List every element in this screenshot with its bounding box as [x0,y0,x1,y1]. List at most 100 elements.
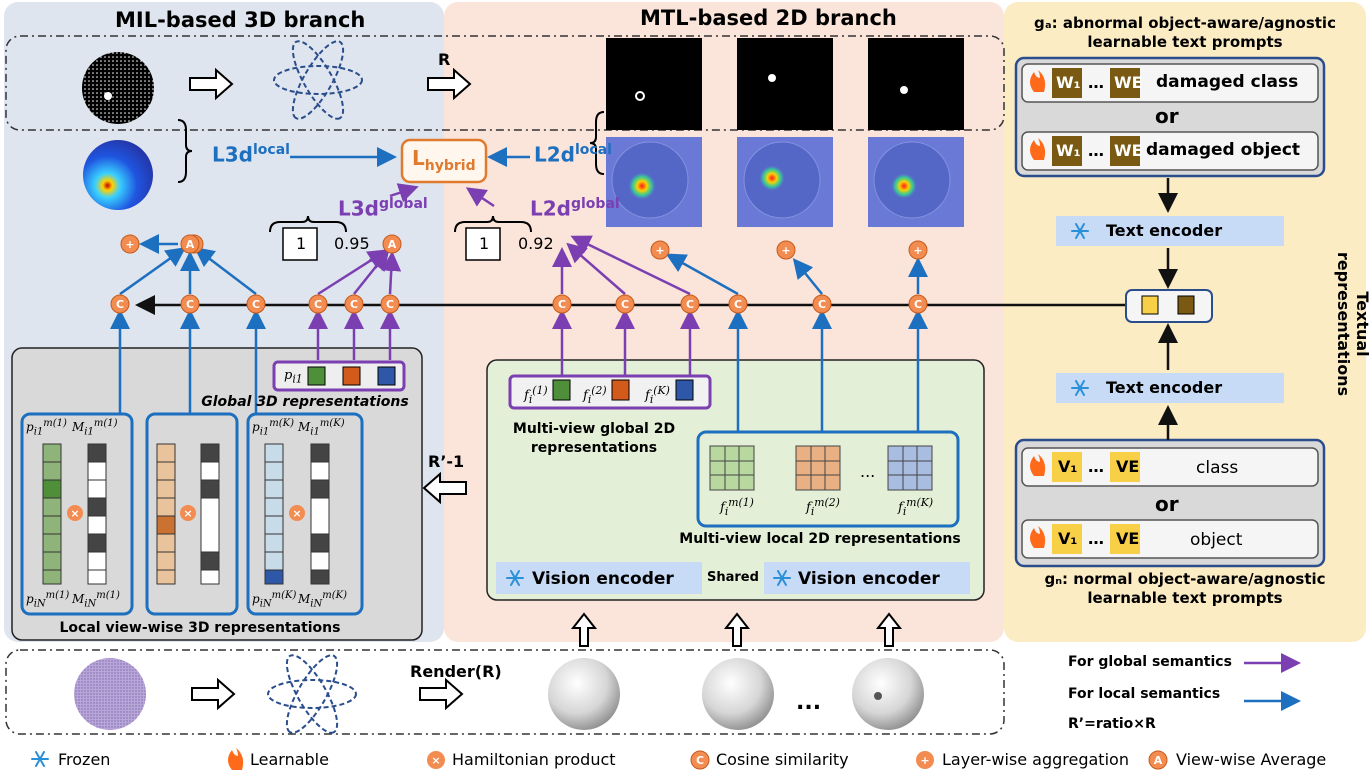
feature-column-blue [264,443,284,585]
svg-text:+: + [125,238,134,251]
svg-text:C: C [252,298,260,311]
shared-label: Shared [707,570,759,585]
text-encoder-bottom: Text encoder [1106,378,1223,397]
feature-column-orange [156,443,176,585]
local-2d-label: Multi-view local 2D representations [679,531,961,547]
loss-2d-local: L2dlocal [534,142,612,167]
or-bottom: or [1155,492,1179,516]
we-token-1: WE [1114,73,1143,92]
legend-cosine: Cosine similarity [716,750,849,769]
abnormal-object-prompt: damaged object [1146,140,1301,160]
mask-column-1 [87,443,107,585]
svg-text:C: C [621,298,629,311]
svg-text:+: + [920,754,929,767]
local-3d-label: Local view-wise 3D representations [59,620,341,636]
m-top-1: Mi1m(1) [72,418,118,438]
score-2d-value: 0.92 [518,234,554,253]
legend-learnable: Learnable [250,750,329,769]
rotation-label: R [438,50,451,69]
svg-text:+: + [913,244,922,257]
svg-text:C: C [350,298,358,311]
loss-3d-global: L3dglobal [338,196,428,221]
or-top: or [1155,104,1179,128]
svg-text:C: C [186,298,194,311]
abnormal-class-prompt: damaged class [1156,72,1299,92]
vision-encoder-2: Vision encoder [798,569,940,589]
we-token-2: WE [1114,141,1143,160]
normal-class-prompt: class [1196,458,1239,478]
svg-text:C: C [696,754,704,767]
svg-text:C: C [314,298,322,311]
text-encoder-top: Text encoder [1106,221,1223,240]
loss-2d-global: L2dglobal [530,196,620,221]
svg-text:×: × [431,754,440,767]
prompt-dots-1: … [1088,73,1104,92]
m-bot-1: MiNm(1) [72,590,120,610]
camera-orbit-bottom [267,654,357,734]
ratio-note: R’=ratio×R [1068,716,1156,732]
gn-title: gₙ: normal object-aware/agnostic learnab… [1044,570,1326,607]
legend-layerwise: Layer-wise aggregation [942,750,1129,769]
loss-3d-local: L3dlocal [212,142,290,167]
ve-token-1: VE [1116,457,1140,476]
prompt-dots-4: … [1088,529,1104,548]
ellipsis-render: ... [796,690,822,715]
svg-text:C: C [116,298,124,311]
score-3d-value: 0.95 [334,234,370,253]
inverse-rotation-label: R’-1 [428,452,465,471]
global-semantics-note: For global semantics [1068,654,1232,670]
svg-text:+: + [655,244,664,257]
svg-text:C: C [818,298,826,311]
p-bot-1: piNm(1) [26,590,70,610]
mask-column-2 [200,443,220,585]
f2-symbol: fi(2) [583,384,607,406]
w1-token-2: W₁ [1056,141,1081,160]
loss-hybrid: Lhybrid [412,146,476,174]
fm1-symbol: fim(1) [720,496,754,518]
legend-frozen: Frozen [58,750,111,769]
p-top-1: pi1m(1) [26,418,67,438]
svg-text:×: × [70,507,79,520]
svg-text:C: C [914,298,922,311]
m-top-K: Mi1m(K) [298,418,345,438]
score-2d-box: 1 [479,234,490,253]
ellipsis-local-2d: ... [860,462,876,481]
mask-column-3 [310,443,330,585]
mil-branch-title: MIL-based 3D branch [115,8,366,32]
svg-text:C: C [386,298,394,311]
prompt-dots-3: … [1088,457,1104,476]
svg-text:A: A [186,238,195,251]
fmK-symbol: fim(K) [898,496,934,518]
v1-token-2: V₁ [1058,529,1078,548]
legend-hamiltonian: Hamiltonian product [452,750,616,769]
normal-object-prompt: object [1190,530,1243,550]
ga-title: gₐ: abnormal object-aware/agnostic learn… [1034,14,1336,51]
prompt-dots-2: … [1088,141,1104,160]
p-bot-K: piNm(K) [252,590,297,610]
pi1-symbol: pi1 [284,368,303,386]
svg-text:C: C [734,298,742,311]
vision-encoder-1: Vision encoder [532,569,674,589]
fK-symbol: fi(K) [645,384,670,406]
f1-symbol: fi(1) [524,384,548,406]
mtl-branch-title: MTL-based 2D branch [640,6,897,30]
svg-text:C: C [558,298,566,311]
svg-text:A: A [388,238,397,251]
local-semantics-note: For local semantics [1068,686,1221,702]
svg-text:C: C [686,298,694,311]
m-bot-K: MiNm(K) [298,590,348,610]
legend-viewwise: View-wise Average [1176,750,1327,769]
feature-column-green [42,443,62,585]
p-top-K: pi1m(K) [252,418,295,438]
score-3d-box: 1 [296,234,307,253]
svg-text:A: A [1154,754,1163,767]
w1-token-1: W₁ [1056,73,1081,92]
global-3d-label: Global 3D representations [201,394,409,410]
svg-text:×: × [183,507,192,520]
global-2d-label: Multi-view global 2D representations [512,421,676,456]
svg-text:×: × [292,507,301,520]
fm2-symbol: fim(2) [806,496,840,518]
camera-orbit-top [273,40,363,120]
ve-token-2: VE [1116,529,1140,548]
